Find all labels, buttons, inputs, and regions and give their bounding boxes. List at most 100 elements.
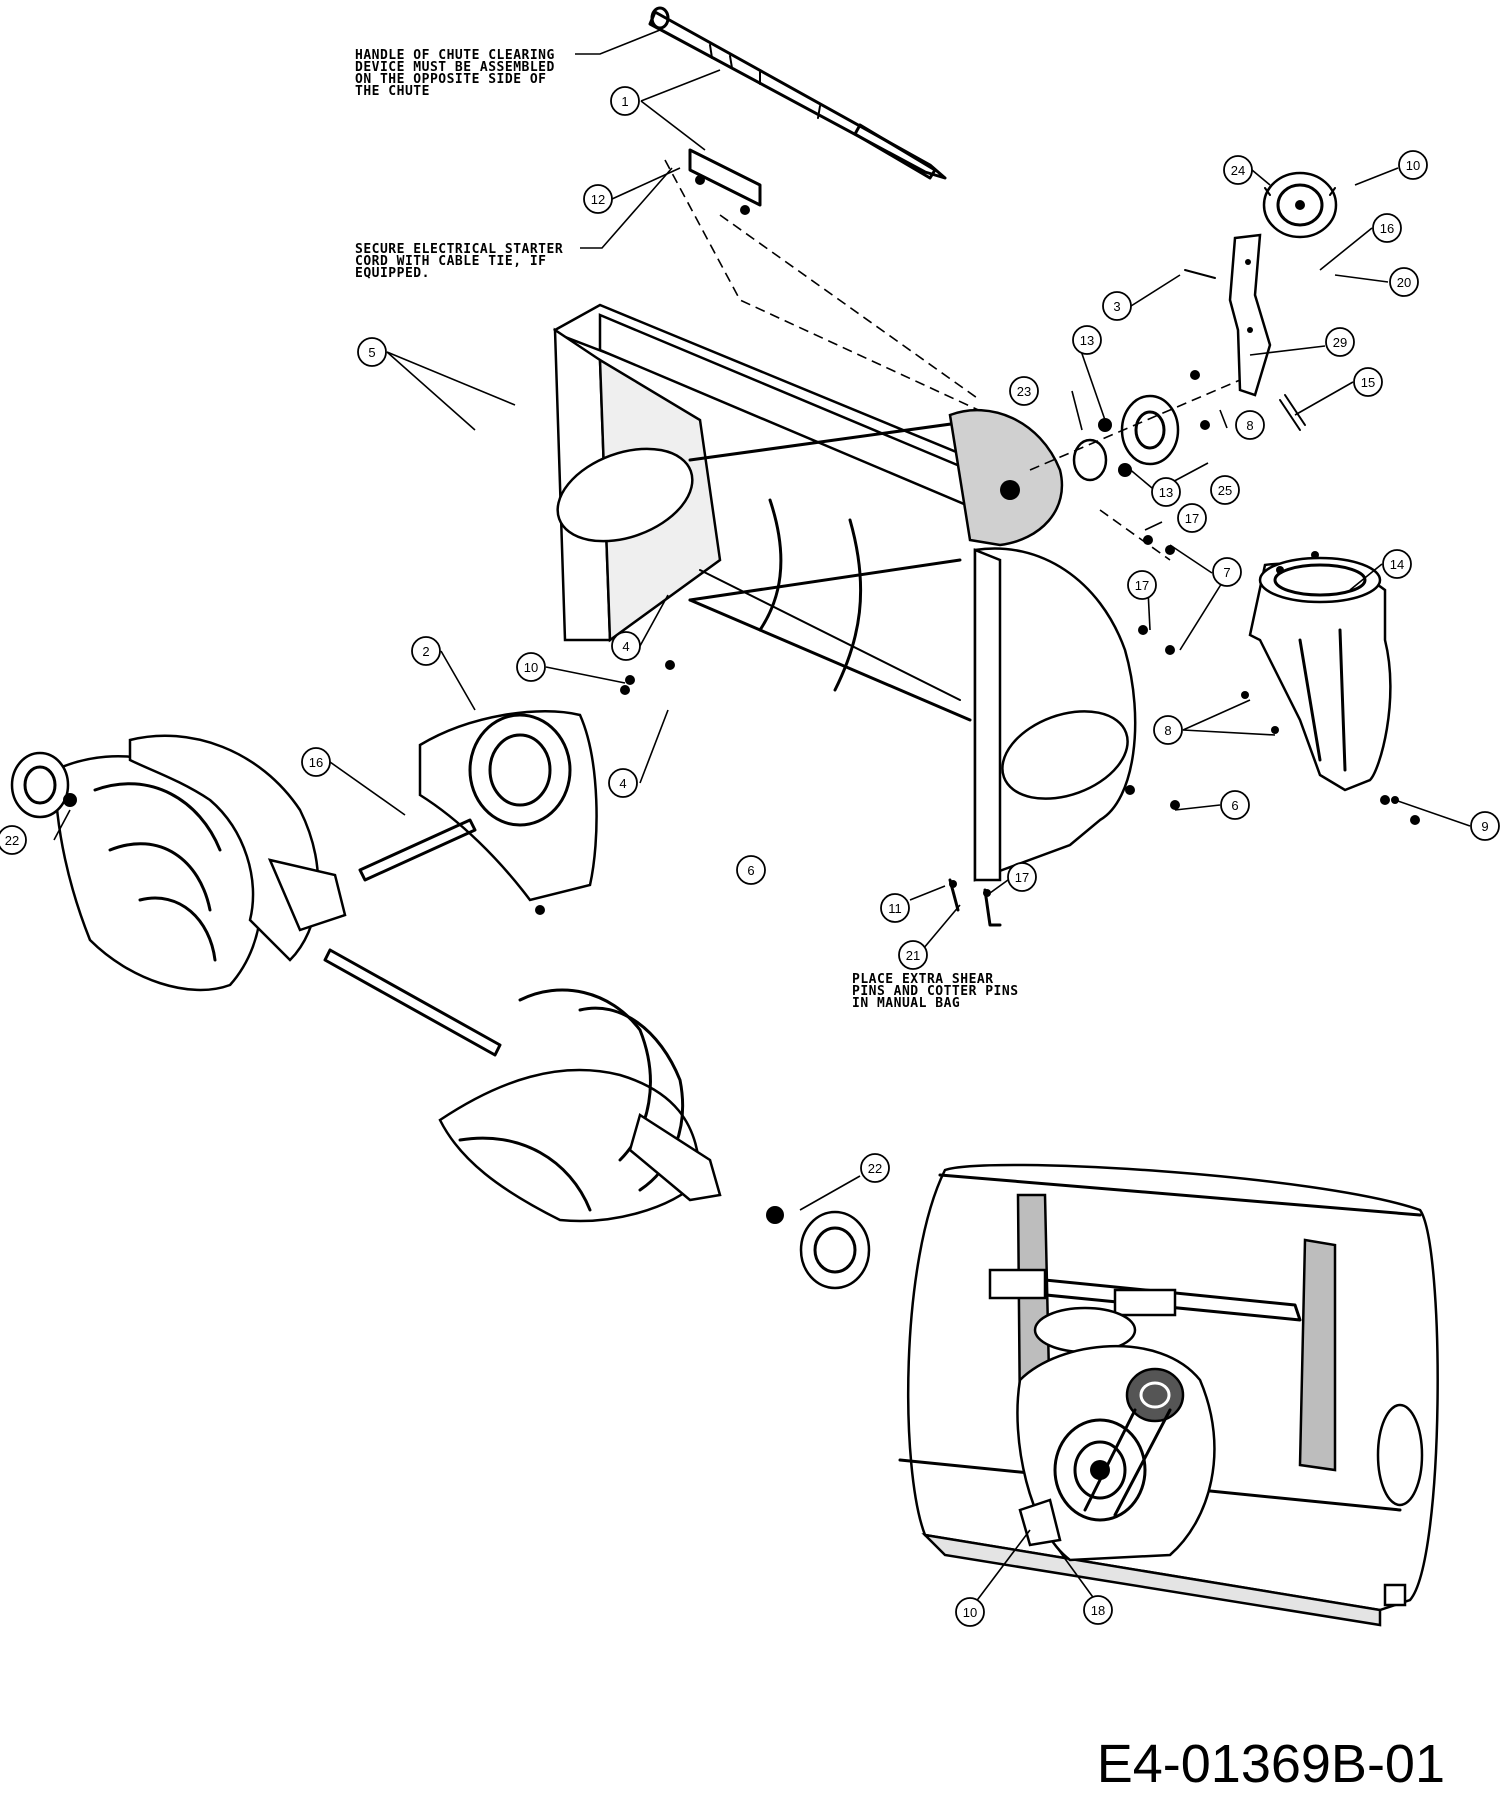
svg-text:29: 29 [1333, 335, 1347, 350]
callout: 13 [1072, 325, 1102, 355]
callout: 8 [1153, 715, 1183, 745]
callout: 14 [1382, 549, 1412, 579]
bearing-assembly [1029, 370, 1306, 561]
callout: 24 [1223, 155, 1253, 185]
callout: 25 [1210, 475, 1240, 505]
svg-text:14: 14 [1390, 557, 1404, 572]
drive-pulley [1262, 171, 1338, 239]
callout: 20 [1389, 267, 1419, 297]
svg-text:17: 17 [1185, 511, 1199, 526]
svg-text:15: 15 [1361, 375, 1375, 390]
shear-pins [948, 878, 1002, 927]
svg-text:12: 12 [591, 192, 605, 207]
svg-text:4: 4 [619, 776, 626, 791]
svg-text:16: 16 [1380, 221, 1394, 236]
callout: 22 [0, 825, 27, 855]
callout: 21 [898, 940, 928, 970]
small-hardware [1125, 535, 1420, 825]
svg-text:25: 25 [1218, 483, 1232, 498]
callout: 8 [1235, 410, 1265, 440]
callouts: 1 12 5 2 16 22 10 4 4 6 3 13 23 24 10 16… [0, 86, 1500, 1627]
right-auger [438, 988, 871, 1290]
callout: 16 [301, 747, 331, 777]
leader-lines [53, 69, 1471, 1608]
note-line: DEVICE MUST BE ASSEMBLED [355, 60, 555, 75]
callout: 17 [1127, 570, 1157, 600]
svg-text:13: 13 [1159, 485, 1173, 500]
callout: 17 [1177, 503, 1207, 533]
svg-text:10: 10 [1406, 158, 1420, 173]
discharge-chute [1241, 551, 1399, 804]
svg-text:24: 24 [1231, 163, 1245, 178]
document-code: E4-01369B-01 [1097, 1734, 1445, 1794]
callout: 3 [1102, 291, 1132, 321]
note-line: ON THE OPPOSITE SIDE OF [355, 72, 547, 87]
callout: 4 [611, 631, 641, 661]
note-shear-pins: PLACE EXTRA SHEAR PINS AND COTTER PINS I… [852, 972, 1019, 1011]
callout: 22 [860, 1153, 890, 1183]
svg-text:22: 22 [5, 833, 19, 848]
callout: 1 [610, 86, 640, 116]
callout: 7 [1212, 557, 1242, 587]
callout: 13 [1151, 477, 1181, 507]
svg-text:16: 16 [309, 755, 323, 770]
callout: 29 [1325, 327, 1355, 357]
note-line: EQUIPPED. [355, 266, 430, 281]
assembled-view [898, 1163, 1439, 1627]
svg-text:6: 6 [747, 863, 754, 878]
note-chute-handle: HANDLE OF CHUTE CLEARING DEVICE MUST BE … [355, 29, 661, 99]
note-line: PINS AND COTTER PINS [852, 984, 1019, 999]
idler-bracket [1184, 233, 1272, 397]
callout: 6 [1220, 790, 1250, 820]
svg-text:6: 6 [1231, 798, 1238, 813]
svg-text:13: 13 [1080, 333, 1094, 348]
callout: 10 [516, 652, 546, 682]
callout: 10 [1398, 150, 1428, 180]
svg-text:10: 10 [524, 660, 538, 675]
svg-text:21: 21 [906, 948, 920, 963]
callout: 4 [608, 768, 638, 798]
svg-text:4: 4 [622, 639, 629, 654]
note-starter-cord: SECURE ELECTRICAL STARTER CORD WITH CABL… [355, 167, 673, 281]
svg-text:1: 1 [621, 94, 628, 109]
svg-text:7: 7 [1223, 565, 1230, 580]
callout: 15 [1353, 367, 1383, 397]
left-auger [10, 734, 347, 992]
auger-housing [552, 303, 1137, 882]
cable-clip-bracket [664, 148, 1001, 421]
svg-text:23: 23 [1017, 384, 1031, 399]
note-line: IN MANUAL BAG [852, 996, 960, 1011]
gearbox-cover [418, 660, 675, 915]
svg-text:3: 3 [1113, 299, 1120, 314]
svg-text:2: 2 [422, 644, 429, 659]
svg-text:17: 17 [1135, 578, 1149, 593]
note-line: SECURE ELECTRICAL STARTER [355, 242, 563, 257]
callout: 16 [1372, 213, 1402, 243]
note-line: PLACE EXTRA SHEAR [852, 972, 994, 987]
note-line: THE CHUTE [355, 84, 430, 99]
svg-text:11: 11 [888, 901, 902, 916]
svg-text:17: 17 [1015, 870, 1029, 885]
callout: 10 [955, 1597, 985, 1627]
note-line: CORD WITH CABLE TIE, IF [355, 254, 547, 269]
svg-text:18: 18 [1091, 1603, 1105, 1618]
callout: 6 [736, 855, 766, 885]
svg-text:5: 5 [368, 345, 375, 360]
callout: 12 [583, 184, 613, 214]
svg-text:20: 20 [1397, 275, 1411, 290]
callout: 23 [1009, 376, 1039, 406]
svg-text:22: 22 [868, 1161, 882, 1176]
svg-text:10: 10 [963, 1605, 977, 1620]
note-line: HANDLE OF CHUTE CLEARING [355, 48, 555, 63]
callout: 18 [1083, 1595, 1113, 1625]
callout: 17 [1007, 862, 1037, 892]
auger-shaft [323, 818, 502, 1057]
callout: 11 [880, 893, 910, 923]
svg-text:9: 9 [1481, 819, 1488, 834]
svg-text:8: 8 [1246, 418, 1253, 433]
chute-clearing-tool [648, 6, 947, 180]
svg-text:8: 8 [1164, 723, 1171, 738]
callout: 9 [1470, 811, 1500, 841]
